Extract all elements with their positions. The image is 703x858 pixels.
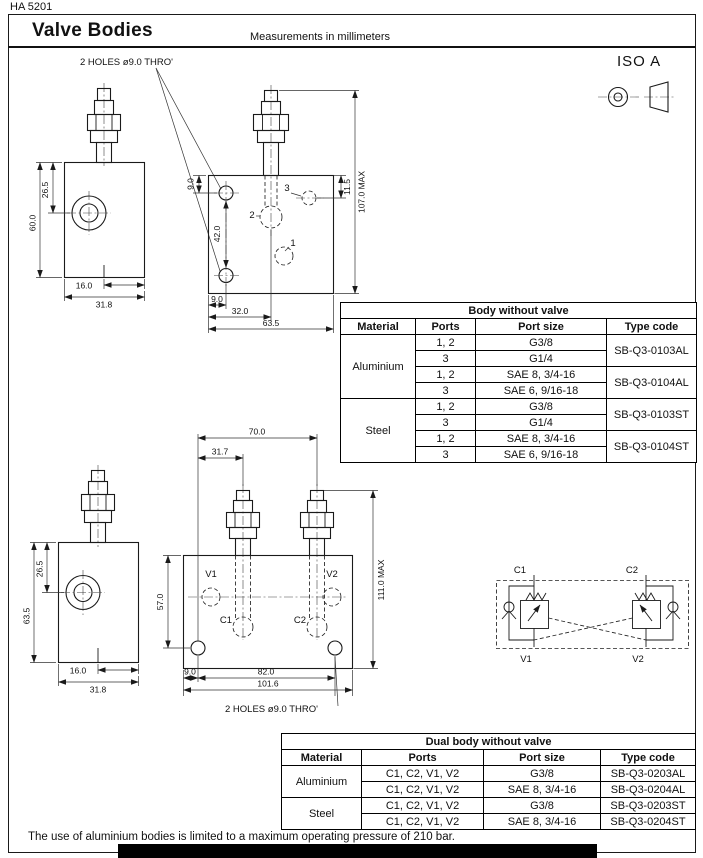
schematic-v1-label: V1 — [520, 654, 532, 665]
cell-size: SAE 8, 3/4-16 — [483, 781, 601, 798]
dim-63-5: 63.5 — [263, 318, 280, 328]
footer-bar — [118, 844, 597, 858]
cell-size: SAE 6, 9/16-18 — [475, 446, 607, 463]
table-title: Body without valve — [340, 302, 697, 319]
page-title: Valve Bodies — [32, 20, 153, 41]
dim-31-8: 31.8 — [90, 685, 107, 695]
cell-ports: 1, 2 — [415, 366, 476, 383]
dim-57: 57.0 — [155, 593, 165, 610]
col-port-size: Port size — [475, 318, 607, 335]
cell-code: SB-Q3-0204AL — [599, 781, 697, 798]
cell-ports: 1, 2 — [415, 398, 476, 415]
dual-holes-note: 2 HOLES ø9.0 THRO' — [225, 704, 318, 715]
cell-ports: 3 — [415, 446, 476, 463]
cell-ports: 3 — [415, 414, 476, 431]
cell-size: G1/4 — [475, 414, 607, 431]
c2-port-label: C2 — [294, 615, 306, 626]
header-rule — [8, 46, 695, 48]
cell-ports: 1, 2 — [415, 334, 476, 351]
cell-size: SAE 8, 3/4-16 — [475, 366, 607, 383]
col-port-size: Port size — [483, 749, 601, 766]
dim-101-6: 101.6 — [257, 679, 279, 689]
dim-32: 32.0 — [232, 306, 249, 316]
dual-body-table: Dual body without valve Material Ports P… — [280, 733, 697, 830]
single-body-drawing: 2 HOLES ø9.0 THRO' 26.5 60.0 — [28, 57, 367, 333]
col-type-code: Type code — [606, 318, 697, 335]
cell-code: SB-Q3-0103ST — [606, 398, 697, 431]
hydraulic-schematic: C1 C2 V1 V2 — [496, 565, 689, 665]
dim-70: 70.0 — [249, 427, 266, 437]
dim-60: 60.0 — [28, 214, 38, 231]
dim-63-5: 63.5 — [22, 607, 32, 624]
cell-code: SB-Q3-0104AL — [606, 366, 697, 399]
cell-code: SB-Q3-0103AL — [606, 334, 697, 367]
single-side-view: 26.5 60.0 16.0 31.8 — [28, 83, 146, 310]
dim-26-5: 26.5 — [35, 560, 45, 577]
col-material: Material — [340, 318, 416, 335]
col-ports: Ports — [361, 749, 484, 766]
units-note: Measurements in millimeters — [250, 31, 390, 43]
cell-size: SAE 8, 3/4-16 — [475, 430, 607, 447]
col-type-code: Type code — [599, 749, 697, 766]
cell-ports: 1, 2 — [415, 430, 476, 447]
v2-port-label: V2 — [326, 569, 338, 580]
dim-16: 16.0 — [76, 281, 93, 291]
cell-ports: C1, C2, V1, V2 — [361, 781, 484, 798]
schematic-c2-label: C2 — [626, 565, 638, 576]
schematic-c1-label: C1 — [514, 565, 526, 576]
dim-107-max: 107.0 MAX — [357, 171, 367, 213]
dim-111-max: 111.0 MAX — [376, 559, 386, 600]
dim-82: 82.0 — [258, 667, 275, 677]
cell-ports: C1, C2, V1, V2 — [361, 813, 484, 830]
cell-size: G3/8 — [475, 334, 607, 351]
dim-31-7: 31.7 — [212, 447, 229, 457]
dim-42: 42.0 — [212, 225, 222, 242]
body-without-valve-table: Body without valve Material Ports Port s… — [340, 302, 697, 463]
iso-projection-label: ISO A — [617, 53, 662, 70]
cell-size: G1/4 — [475, 350, 607, 367]
dim-9: 9.0 — [184, 667, 196, 677]
port1-label: 1 — [290, 238, 295, 249]
cell-material: Steel — [281, 797, 362, 830]
dim-16: 16.0 — [70, 666, 87, 676]
cell-ports: 3 — [415, 350, 476, 367]
dual-side-view: 26.5 63.5 16.0 31.8 — [22, 465, 140, 695]
cell-material: Steel — [340, 398, 416, 463]
cell-size: G3/8 — [483, 797, 601, 814]
cell-code: SB-Q3-0204ST — [599, 813, 697, 830]
c1-port-label: C1 — [220, 615, 232, 626]
cell-material: Aluminium — [340, 334, 416, 399]
col-ports: Ports — [415, 318, 476, 335]
doc-number: HA 5201 — [10, 1, 53, 13]
schematic-v2-label: V2 — [632, 654, 644, 665]
cell-size: SAE 6, 9/16-18 — [475, 382, 607, 399]
dual-body-drawing: 26.5 63.5 16.0 31.8 — [22, 427, 387, 716]
table-title: Dual body without valve — [280, 733, 697, 750]
dim-31-8: 31.8 — [96, 300, 113, 310]
single-front-view: 3 2 1 9.0 42.0 9.0 32.0 63.5 11.5 — [186, 85, 367, 333]
dim-26-5: 26.5 — [40, 181, 50, 198]
cell-size: SAE 8, 3/4-16 — [483, 813, 601, 830]
single-holes-note: 2 HOLES ø9.0 THRO' — [80, 57, 173, 68]
cell-ports: C1, C2, V1, V2 — [361, 797, 484, 814]
dim-9-bottom: 9.0 — [211, 294, 223, 304]
footnote: The use of aluminium bodies is limited t… — [28, 831, 455, 843]
port3-label: 3 — [284, 183, 289, 194]
cell-ports: C1, C2, V1, V2 — [361, 765, 484, 782]
cell-material: Aluminium — [281, 765, 362, 798]
cell-code: SB-Q3-0203AL — [599, 765, 697, 782]
dim-11-5: 11.5 — [342, 179, 352, 195]
cell-code: SB-Q3-0203ST — [599, 797, 697, 814]
dual-front-view: V1 V2 C1 C2 70.0 31.7 57.0 111.0 MAX — [155, 427, 386, 716]
cell-ports: 3 — [415, 382, 476, 399]
cell-size: G3/8 — [483, 765, 601, 782]
v1-port-label: V1 — [205, 569, 217, 580]
port2-label: 2 — [249, 210, 254, 221]
col-material: Material — [281, 749, 362, 766]
dim-9-top: 9.0 — [186, 178, 196, 190]
cell-size: G3/8 — [475, 398, 607, 415]
cell-code: SB-Q3-0104ST — [606, 430, 697, 463]
iso-projection-icon — [598, 81, 676, 113]
